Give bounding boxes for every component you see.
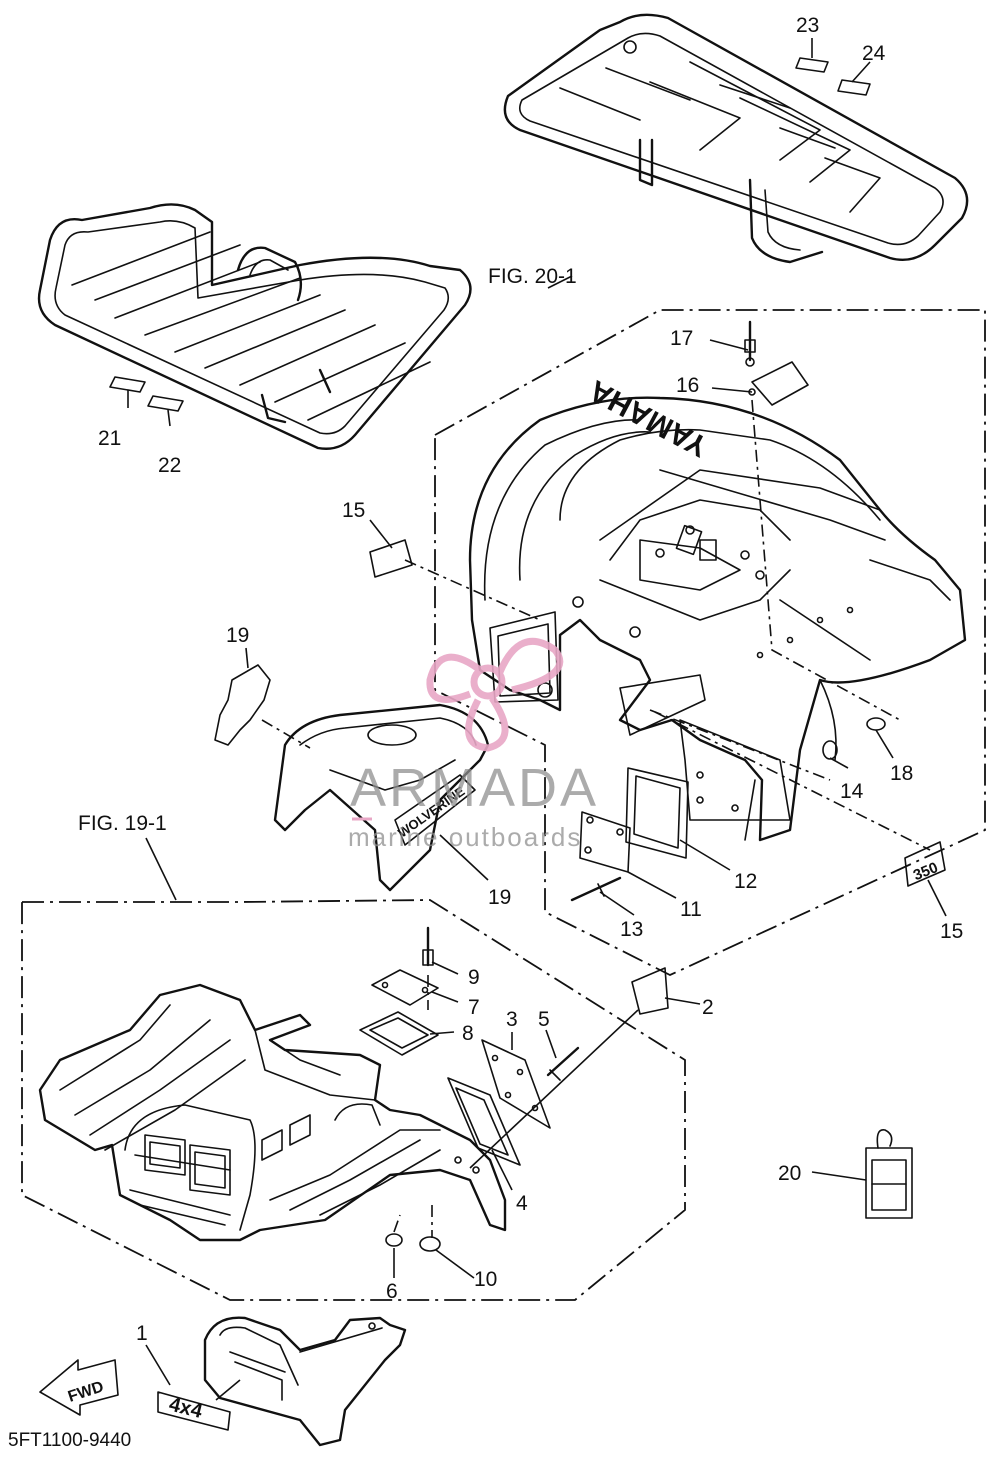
- callout-6: 6: [386, 1280, 398, 1303]
- callout-17: 17: [670, 327, 693, 350]
- label-24: [837, 79, 871, 96]
- callout-7: 7: [468, 996, 480, 1019]
- callout-3: 3: [506, 1008, 518, 1031]
- callout-23: 23: [796, 14, 819, 37]
- callout-10: 10: [474, 1268, 497, 1291]
- label-23: [795, 57, 829, 73]
- fwd-decal: FWD: [39, 1359, 119, 1416]
- callout-15-upper: 15: [342, 499, 365, 522]
- callout-21: 21: [98, 427, 121, 450]
- fig-20-small-parts: 350: [369, 320, 946, 902]
- callout-13: 13: [620, 918, 643, 941]
- drawing-code: 5FT1100-9440: [8, 1430, 131, 1451]
- fwd-text: FWD: [66, 1378, 106, 1405]
- leader-lines: [127, 38, 947, 1401]
- callout-18: 18: [890, 762, 913, 785]
- headlight-cover: [203, 1316, 407, 1447]
- four-by-four-text: 4x4: [167, 1394, 206, 1424]
- part-19-decal: [214, 664, 271, 746]
- model-350-decal: 350: [911, 859, 941, 884]
- fig-19-1-label: FIG. 19-1: [78, 812, 167, 835]
- callout-2: 2: [702, 996, 714, 1019]
- fig-19-small-parts: [359, 926, 669, 1252]
- callout-15-lower: 15: [940, 920, 963, 943]
- label-plates: [109, 57, 871, 412]
- callout-9: 9: [468, 966, 480, 989]
- callout-1: 1: [136, 1322, 148, 1345]
- callout-8: 8: [462, 1022, 474, 1045]
- callout-11: 11: [680, 898, 702, 921]
- callout-14: 14: [840, 780, 864, 803]
- front-carrier-rack: [37, 203, 472, 450]
- rear-carrier-rack: [503, 13, 969, 264]
- callout-19-upper: 19: [226, 624, 249, 647]
- watermark-brand: ARMADA: [350, 758, 599, 818]
- label-21: [109, 376, 146, 393]
- callout-5: 5: [538, 1008, 550, 1031]
- label-22: [147, 395, 184, 412]
- propeller-logo: [426, 637, 564, 752]
- callout-22: 22: [158, 454, 181, 477]
- callout-4: 4: [516, 1192, 528, 1215]
- watermark-tagline: marine outboards: [348, 822, 582, 852]
- armada-watermark: ARMADA marine outboards: [348, 637, 599, 852]
- callout-20: 20: [778, 1162, 801, 1185]
- callout-24: 24: [862, 42, 886, 65]
- callout-19-lower: 19: [488, 886, 511, 909]
- fig-20-1-label: FIG. 20-1: [488, 265, 577, 288]
- callout-12: 12: [734, 870, 757, 893]
- callouts: 23 24 21 22 17 16 15 19 18 14 12 11 13 1…: [98, 14, 963, 1345]
- fig-19-1-front-fender: [21, 899, 686, 1301]
- callout-16: 16: [676, 374, 699, 397]
- part-20-tag: [865, 1129, 913, 1219]
